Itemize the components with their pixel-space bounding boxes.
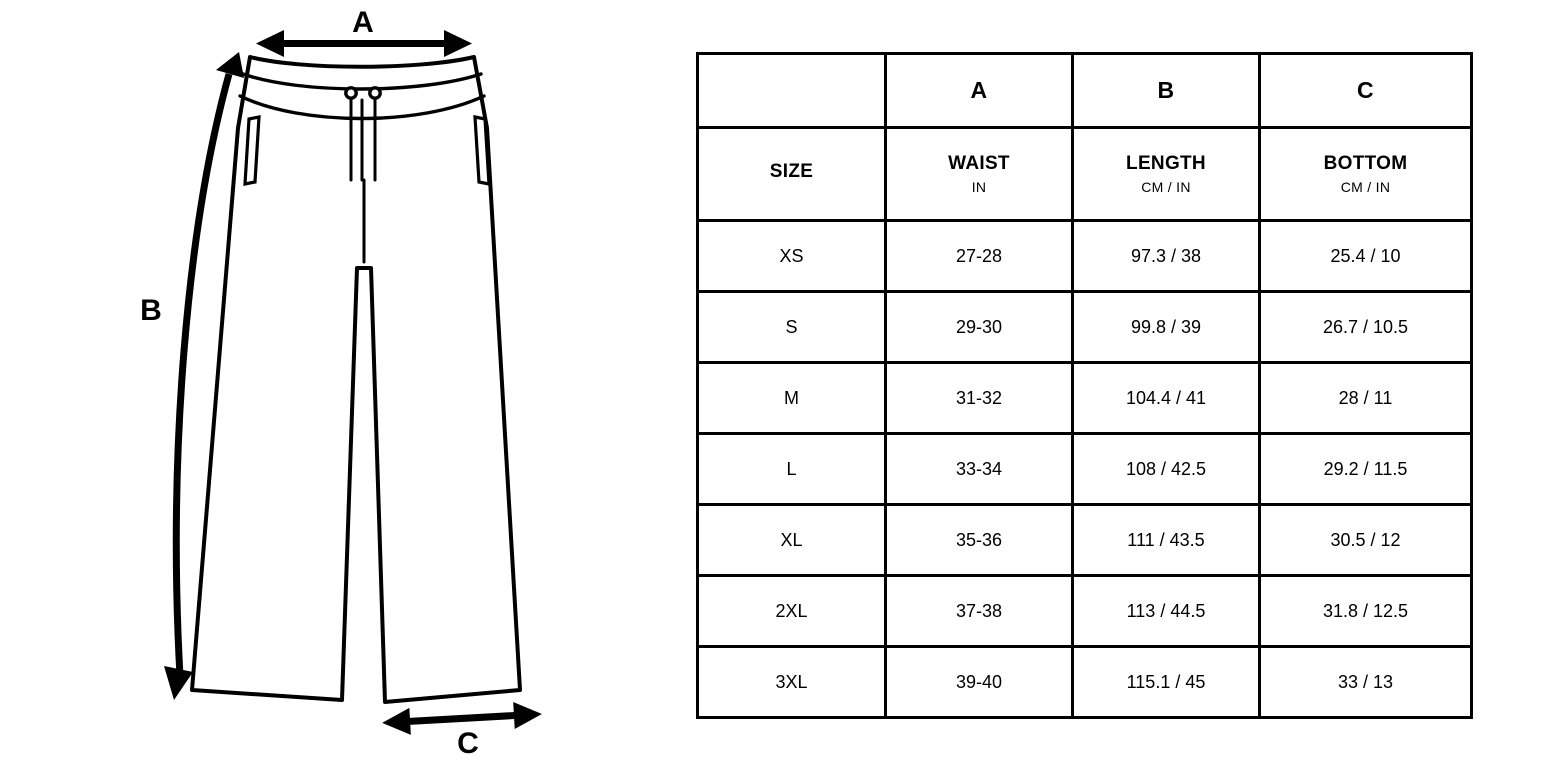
measure-arrow-a [256, 30, 472, 57]
drawstring-group [344, 86, 382, 182]
table-row: 3XL 39-40 115.1 / 45 33 / 13 [696, 645, 1473, 719]
size-chart-table-container: A B C SIZE WAIST IN LENGTH [696, 52, 1473, 719]
table-row: 2XL 37-38 113 / 44.5 31.8 / 12.5 [696, 574, 1473, 648]
cell-length: 108 / 42.5 [1071, 432, 1261, 506]
cell-waist: 27-28 [884, 219, 1074, 293]
header-size-main: SIZE [769, 161, 814, 183]
measure-label-a: A [352, 6, 374, 39]
table-row: XL 35-36 111 / 43.5 30.5 / 12 [696, 503, 1473, 577]
cell-bottom: 33 / 13 [1258, 645, 1473, 719]
letter-cell-a: A [884, 52, 1074, 129]
measure-arrow-b [164, 52, 244, 700]
cell-size: 2XL [696, 574, 887, 648]
letter-cell-c: C [1258, 52, 1473, 129]
table-row-letters: A B C [696, 52, 1473, 129]
letter-cell-b: B [1071, 52, 1261, 129]
header-cell-length: LENGTH CM / IN [1071, 126, 1261, 222]
cell-bottom: 28 / 11 [1258, 361, 1473, 435]
cell-size: M [696, 361, 887, 435]
cell-length: 99.8 / 39 [1071, 290, 1261, 364]
measure-arrow-c [382, 702, 542, 735]
header-bottom-main: BOTTOM [1323, 153, 1408, 175]
header-bottom-unit: CM / IN [1340, 178, 1391, 195]
cell-size: 3XL [696, 645, 887, 719]
header-length-unit: CM / IN [1141, 178, 1191, 195]
hem-lines [190, 688, 522, 704]
cell-waist: 33-34 [884, 432, 1074, 506]
cell-size: XL [696, 503, 887, 577]
header-cell-bottom: BOTTOM CM / IN [1258, 126, 1473, 222]
letter-cell-blank [696, 52, 887, 129]
cell-length: 111 / 43.5 [1071, 503, 1261, 577]
cell-waist: 35-36 [884, 503, 1074, 577]
cell-length: 97.3 / 38 [1071, 219, 1261, 293]
cell-bottom: 26.7 / 10.5 [1258, 290, 1473, 364]
header-cell-waist: WAIST IN [884, 126, 1074, 222]
cell-bottom: 31.8 / 12.5 [1258, 574, 1473, 648]
pants-illustration: A B C [0, 0, 660, 768]
measure-label-c: C [457, 727, 479, 760]
cell-size: L [696, 432, 887, 506]
table-row: L 33-34 108 / 42.5 29.2 / 11.5 [696, 432, 1473, 506]
pocket-group [243, 115, 491, 186]
cell-size: S [696, 290, 887, 364]
pocket-right [473, 115, 491, 186]
cell-waist: 31-32 [884, 361, 1074, 435]
header-cell-size: SIZE [696, 126, 887, 222]
table-row: M 31-32 104.4 / 41 28 / 11 [696, 361, 1473, 435]
cell-bottom: 29.2 / 11.5 [1258, 432, 1473, 506]
drawstring-cords [349, 96, 377, 182]
cell-bottom: 30.5 / 12 [1258, 503, 1473, 577]
cell-length: 104.4 / 41 [1071, 361, 1261, 435]
table-row: S 29-30 99.8 / 39 26.7 / 10.5 [696, 290, 1473, 364]
pants-outline [190, 55, 522, 704]
size-chart-table: A B C SIZE WAIST IN LENGTH [696, 52, 1473, 719]
cell-size: XS [696, 219, 887, 293]
header-waist-unit: IN [971, 178, 987, 195]
cell-length: 115.1 / 45 [1071, 645, 1261, 719]
cell-waist: 37-38 [884, 574, 1074, 648]
table-row: XS 27-28 97.3 / 38 25.4 / 10 [696, 219, 1473, 293]
cell-waist: 29-30 [884, 290, 1074, 364]
pocket-left [243, 115, 261, 186]
measure-label-b: B [140, 294, 162, 327]
cell-length: 113 / 44.5 [1071, 574, 1261, 648]
cell-bottom: 25.4 / 10 [1258, 219, 1473, 293]
table-row-headers: SIZE WAIST IN LENGTH CM / IN BOTTOM CM /… [696, 126, 1473, 222]
header-waist-main: WAIST [948, 153, 1010, 175]
cell-waist: 39-40 [884, 645, 1074, 719]
header-length-main: LENGTH [1126, 153, 1206, 175]
